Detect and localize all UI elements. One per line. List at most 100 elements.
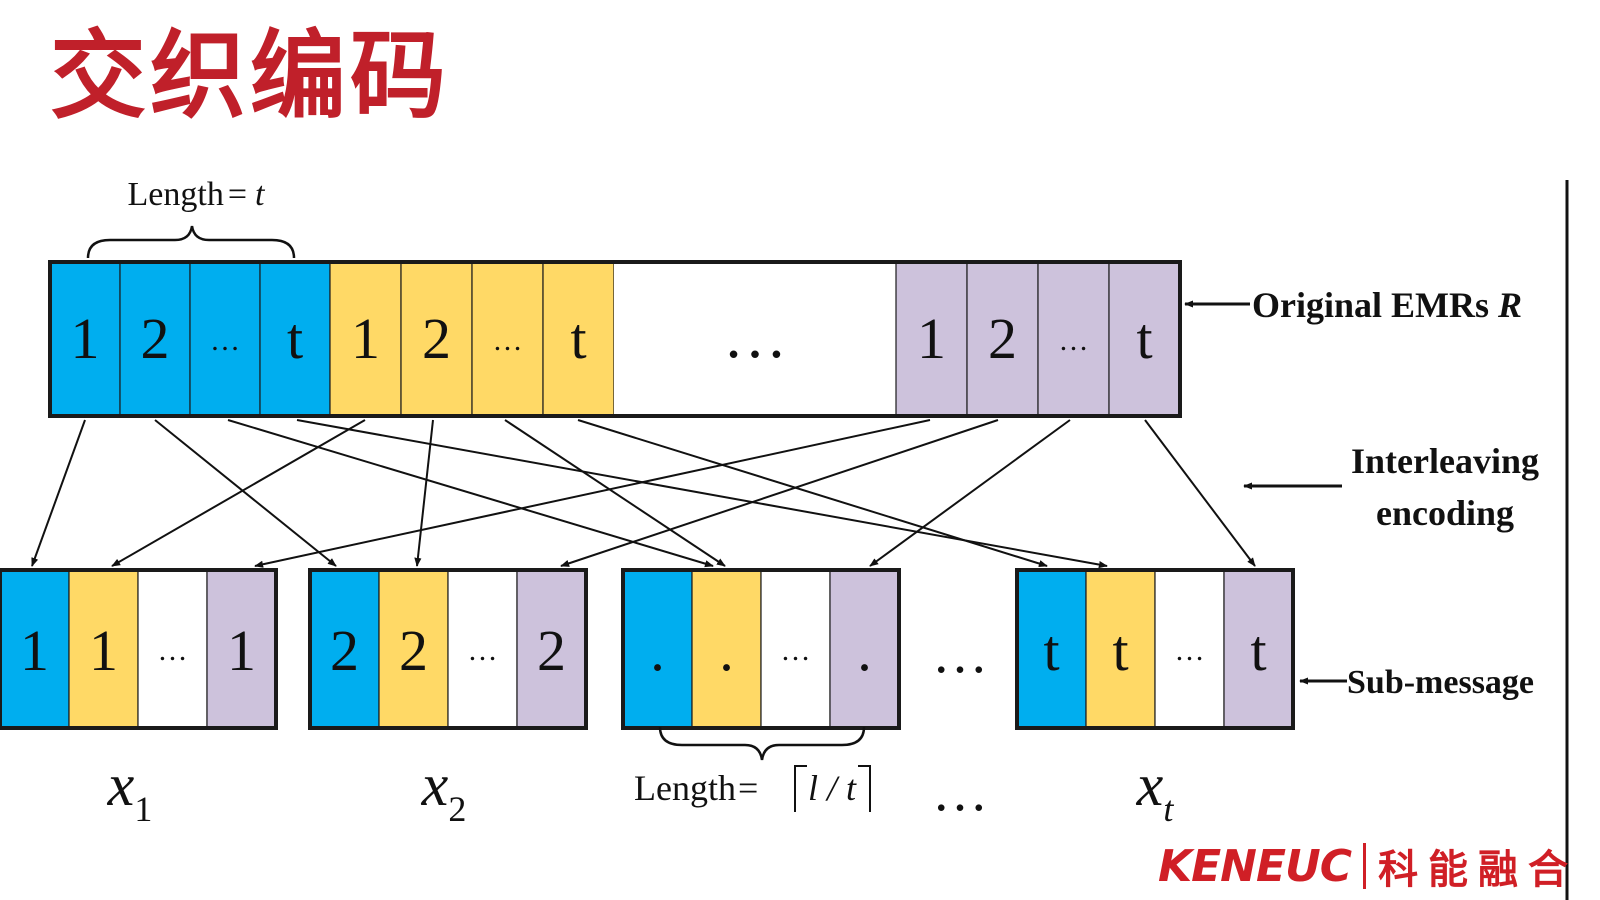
interleave-arrow bbox=[1144, 419, 1256, 567]
bottom-brace-prefix: Length bbox=[634, 768, 736, 808]
original-cell-label: 1 bbox=[71, 306, 100, 371]
interleave-arrow bbox=[869, 419, 1071, 567]
bottom-gap-ellipsis: … bbox=[932, 761, 988, 823]
sub-cell bbox=[137, 569, 208, 729]
original-cell-label: 1 bbox=[351, 306, 380, 371]
sub-row-gap-ellipsis: … bbox=[932, 623, 988, 685]
sub-message-box bbox=[621, 568, 901, 730]
sub-cell bbox=[622, 569, 693, 729]
sub-cell-label: … bbox=[158, 634, 188, 667]
sub-cell bbox=[206, 569, 277, 729]
ceil-left-bracket bbox=[794, 765, 807, 812]
sub-cell-label: … bbox=[468, 634, 498, 667]
sub-cell-label: 2 bbox=[537, 618, 566, 683]
interleave-arrow bbox=[504, 419, 726, 567]
original-cell bbox=[1037, 261, 1110, 417]
interleaving-label-line2: encoding bbox=[1376, 493, 1514, 533]
logo-brand-text: KENEUC bbox=[1158, 840, 1352, 892]
original-cell bbox=[614, 262, 896, 416]
sub-cell bbox=[516, 569, 587, 729]
sub-cell-label: 1 bbox=[20, 618, 49, 683]
interleave-arrow bbox=[111, 419, 366, 567]
bottom-brace-eq: = bbox=[738, 768, 758, 808]
sub-name-subscript: 2 bbox=[448, 789, 466, 829]
sub-name-var: x bbox=[1136, 752, 1164, 818]
brand-logo: KENEUC 科能融合 bbox=[1158, 840, 1579, 894]
sub-cell-label: . bbox=[650, 618, 665, 683]
sub-message-box bbox=[308, 568, 588, 730]
sub-message-name: x2 bbox=[421, 752, 467, 829]
sub-cell-label: 2 bbox=[330, 618, 359, 683]
original-cell-label: … bbox=[723, 300, 787, 371]
original-cell-label: t bbox=[570, 306, 586, 371]
sub-cell-label: t bbox=[1043, 618, 1059, 683]
interleave-arrow bbox=[31, 419, 86, 567]
original-row-border bbox=[48, 260, 1182, 418]
original-cell-label: 2 bbox=[422, 306, 451, 371]
submessage-label: Sub-message bbox=[1347, 664, 1534, 701]
original-cell bbox=[189, 261, 261, 417]
logo-chinese-text: 科能融合 bbox=[1378, 847, 1579, 893]
original-cell bbox=[1108, 261, 1181, 417]
sub-message-name: xt bbox=[1136, 752, 1175, 829]
original-cell-label: 2 bbox=[141, 306, 170, 371]
sub-cell-label: . bbox=[719, 618, 734, 683]
sub-message-box bbox=[0, 568, 278, 730]
sub-name-subscript: t bbox=[1163, 789, 1174, 829]
interleaving-label-line1: Interleaving bbox=[1351, 441, 1539, 481]
interleaving-arrows bbox=[31, 419, 1256, 569]
original-label-text: Original EMRs bbox=[1252, 285, 1498, 325]
original-label-var: R bbox=[1497, 285, 1522, 325]
sub-cell-label: 1 bbox=[89, 618, 118, 683]
original-cell bbox=[542, 261, 615, 417]
interleave-arrow bbox=[254, 419, 931, 568]
top-brace bbox=[86, 225, 296, 259]
sub-cell-label: t bbox=[1112, 618, 1128, 683]
interleave-arrow bbox=[154, 419, 337, 567]
interleave-arrow bbox=[414, 419, 434, 567]
original-cell bbox=[49, 261, 121, 417]
original-cell-label: t bbox=[287, 306, 303, 371]
page-title: 交织编码 bbox=[50, 20, 450, 132]
bottom-brace bbox=[658, 726, 866, 761]
original-cell-label: t bbox=[1136, 306, 1152, 371]
original-cell-label: … bbox=[493, 324, 523, 357]
sub-cell-label: … bbox=[781, 634, 811, 667]
sub-cell bbox=[691, 569, 762, 729]
sub-cell bbox=[68, 569, 139, 729]
original-emrs-label: Original EMRs R bbox=[1252, 285, 1522, 325]
sub-name-var: x bbox=[421, 752, 449, 818]
original-cell-label: 2 bbox=[988, 306, 1017, 371]
sub-message-name: x1 bbox=[107, 752, 153, 829]
sub-message-box bbox=[1015, 568, 1295, 730]
sub-cell-label: … bbox=[1175, 634, 1205, 667]
original-cell-label: 1 bbox=[917, 306, 946, 371]
sub-cell-label: 2 bbox=[399, 618, 428, 683]
sub-cell bbox=[1085, 569, 1156, 729]
interleave-arrow bbox=[227, 419, 714, 568]
sub-cell bbox=[1016, 569, 1087, 729]
sub-cell bbox=[760, 569, 831, 729]
sub-cell-label: . bbox=[857, 618, 872, 683]
sub-name-var: x bbox=[107, 752, 135, 818]
logo-separator bbox=[1363, 843, 1367, 889]
interleave-arrow bbox=[577, 419, 1048, 568]
bottom-brace-expr: l / t bbox=[808, 768, 857, 808]
interleave-arrow bbox=[560, 419, 999, 567]
top-brace-var: t bbox=[255, 176, 266, 213]
top-brace-prefix: Length bbox=[128, 176, 224, 213]
top-brace-eq: = bbox=[228, 176, 247, 213]
top-brace-label: Length=t bbox=[128, 176, 267, 213]
original-cell-label: … bbox=[210, 324, 240, 357]
sub-cell-label: 1 bbox=[227, 618, 256, 683]
original-cell bbox=[966, 261, 1039, 417]
original-cell bbox=[471, 261, 544, 417]
sub-cell-label: t bbox=[1250, 618, 1266, 683]
sub-name-subscript: 1 bbox=[134, 789, 152, 829]
ceil-right-bracket bbox=[858, 765, 871, 812]
bottom-brace-label: Length= bbox=[634, 768, 758, 808]
